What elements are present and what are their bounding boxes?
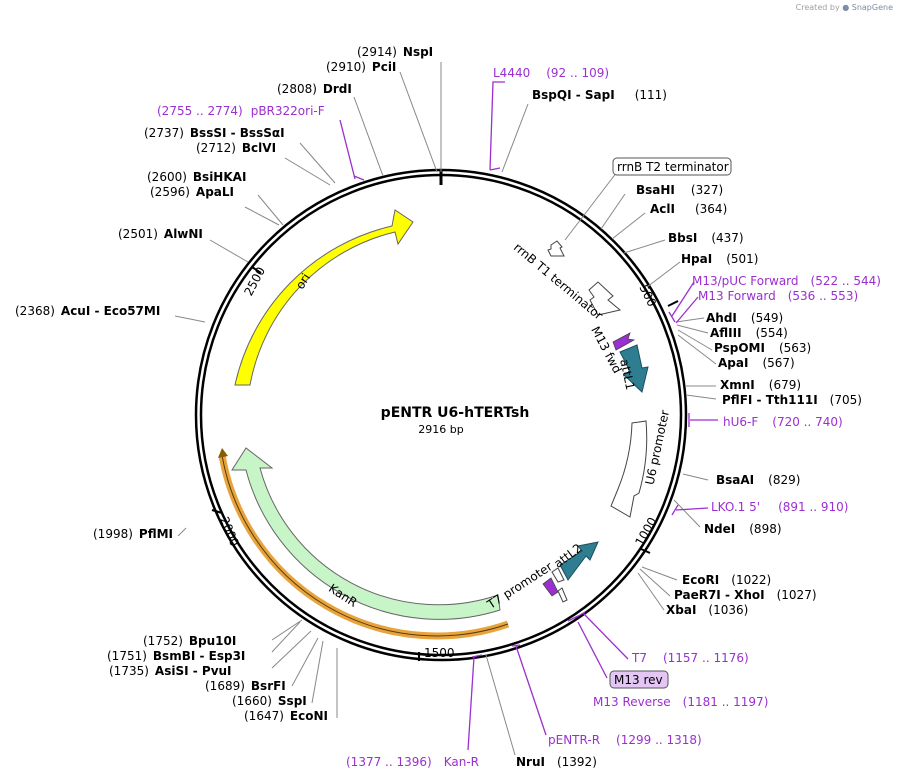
feature-m13-rev[interactable] <box>542 577 568 603</box>
enzyme-aflIII[interactable]: AflIII(554) <box>710 326 788 340</box>
enzyme-bsrfi[interactable]: (1689)BsrFI <box>205 679 286 693</box>
plasmid-length: 2916 bp <box>418 423 463 436</box>
enzyme-apali[interactable]: (2596)ApaLI <box>150 185 234 199</box>
enzyme-nrui[interactable]: NruI(1392) <box>516 755 597 769</box>
enzyme-nspi[interactable]: (2914)NspI <box>357 45 433 59</box>
enzyme-pflmi[interactable]: (1998)PflMI <box>93 527 173 541</box>
enzyme-labels: (2914)NspI (2910)PciI (2808)DrdI (2737)B… <box>15 45 862 769</box>
enzyme-pflfi[interactable]: PflFI - Tth111I(705) <box>722 393 862 407</box>
enzyme-bclvi[interactable]: (2712)BclVI <box>196 141 276 155</box>
enzyme-apai[interactable]: ApaI(567) <box>718 356 795 370</box>
primer-m13-reverse[interactable]: M13 Reverse(1181 .. 1197) <box>593 695 768 709</box>
primer-l4440[interactable]: L4440(92 .. 109) <box>493 66 609 80</box>
enzyme-xmni[interactable]: XmnI(679) <box>720 378 801 392</box>
primer-hu6-f[interactable]: hU6-F(720 .. 740) <box>723 415 843 429</box>
enzyme-bpu10i[interactable]: (1752)Bpu10I <box>143 634 236 648</box>
feature-rrnb-t2[interactable] <box>547 240 565 257</box>
enzyme-ecori[interactable]: EcoRI(1022) <box>682 573 771 587</box>
rrnb-t2-label: rrnB T2 terminator <box>617 160 729 174</box>
enzyme-bsihkai[interactable]: (2600)BsiHKAI <box>147 170 246 184</box>
snapgene-logo: ● SnapGene <box>842 3 893 12</box>
enzyme-bbsi[interactable]: BbsI(437) <box>668 231 744 245</box>
enzyme-hpai[interactable]: HpaI(501) <box>681 252 758 266</box>
enzyme-acli[interactable]: AclI(364) <box>650 202 727 216</box>
enzyme-bspqi[interactable]: BspQI - SapI(111) <box>532 88 667 102</box>
enzyme-bsmbi[interactable]: (1751)BsmBI - Esp3I <box>107 649 245 663</box>
enzyme-drdi[interactable]: (2808)DrdI <box>277 82 352 96</box>
primer-kan-r[interactable]: (1377 .. 1396)Kan-R <box>346 755 479 769</box>
primer-pentr-r[interactable]: pENTR-R(1299 .. 1318) <box>548 733 702 747</box>
primer-t7[interactable]: T7(1157 .. 1176) <box>631 651 749 665</box>
enzyme-paer7i[interactable]: PaeR7I - XhoI(1027) <box>674 588 817 602</box>
primer-marks <box>339 81 718 751</box>
feature-attl1[interactable]: attL1 <box>617 344 649 393</box>
enzyme-bsaai[interactable]: BsaAI(829) <box>716 473 800 487</box>
primer-m13-puc-forward[interactable]: M13/pUC Forward(522 .. 544) <box>692 274 881 288</box>
plasmid-name: pENTR U6-hTERTsh <box>381 405 530 421</box>
feature-rrnb-t1[interactable]: rrnB T1 terminator <box>511 240 622 323</box>
enzyme-alwni[interactable]: (2501)AlwNI <box>118 227 203 241</box>
enzyme-bsahi[interactable]: BsaHI(327) <box>636 183 723 197</box>
credit-text: Created by <box>795 3 840 12</box>
rrnb-t2-label-box <box>612 157 732 176</box>
feature-u6-promoter[interactable]: U6 promoter <box>610 409 672 518</box>
enzyme-econi[interactable]: (1647)EcoNI <box>244 709 328 723</box>
attl1-label: attL1 <box>617 358 637 391</box>
enzyme-acui[interactable]: (2368)AcuI - Eco57MI <box>15 304 160 318</box>
feature-ori[interactable]: ori <box>234 209 414 386</box>
enzyme-xbai[interactable]: XbaI(1036) <box>666 603 748 617</box>
enzyme-ahdi[interactable]: AhdI(549) <box>706 311 783 325</box>
enzyme-pcii[interactable]: (2910)PciI <box>326 60 396 74</box>
enzyme-sspi[interactable]: (1660)SspI <box>232 694 307 708</box>
primer-lko1[interactable]: LKO.1 5'(891 .. 910) <box>711 500 849 514</box>
primer-pbr322ori-f[interactable]: (2755 .. 2774)pBR322ori-F <box>157 104 325 118</box>
snapgene-credit: Created by ● SnapGene <box>796 3 893 12</box>
enzyme-pspomi[interactable]: PspOMI(563) <box>714 341 811 355</box>
tick-2000: 2000 <box>217 515 241 549</box>
m13-rev-label-box <box>609 670 669 689</box>
enzyme-bsssi[interactable]: (2737)BssSI - BssSαI <box>144 126 285 140</box>
enzyme-ndei[interactable]: NdeI(898) <box>704 522 782 536</box>
feature-kanr-primer[interactable] <box>218 448 510 640</box>
brand-text: SnapGene <box>851 3 893 12</box>
tick-2500: 2500 <box>241 265 268 299</box>
enzyme-asisi[interactable]: (1735)AsiSI - PvuI <box>109 664 232 678</box>
primer-m13-forward[interactable]: M13 Forward(536 .. 553) <box>698 289 858 303</box>
tick-1500: 1500 <box>424 646 455 660</box>
m13-rev-label: M13 rev <box>614 673 663 687</box>
enzyme-leader-lines <box>174 62 717 756</box>
primer-labels: L4440(92 .. 109) (2755 .. 2774)pBR322ori… <box>157 66 881 769</box>
